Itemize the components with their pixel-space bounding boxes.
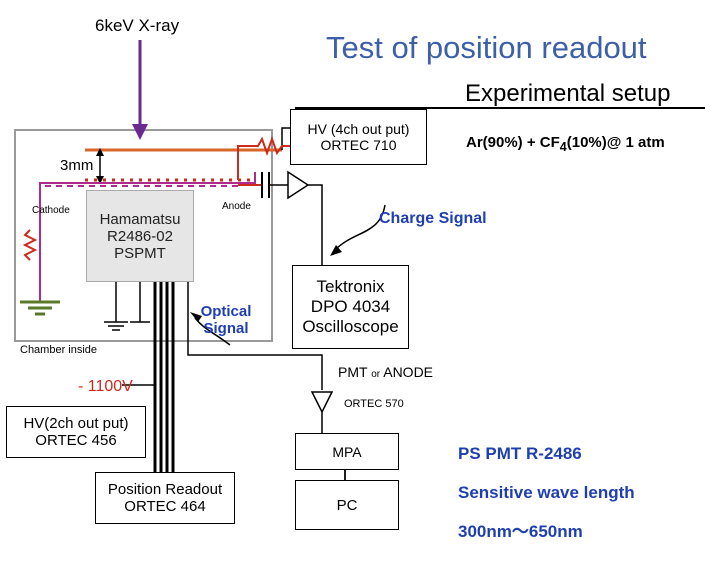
ps-note-line2: Sensitive wave length: [458, 482, 635, 502]
charge-signal-label: Charge Signal: [379, 210, 487, 227]
readout-line1: Position Readout: [107, 481, 223, 498]
xray-label: 6keV X-ray: [95, 16, 180, 35]
preamp-triangle: [287, 170, 310, 200]
mpa-label: MPA: [332, 443, 362, 460]
pc-box: PC: [295, 480, 399, 530]
hv-top-line2: ORTEC 710: [320, 137, 397, 153]
cathode-plate: [39, 172, 256, 300]
hv-1100-label: - 1100V: [78, 378, 133, 395]
hv456-line2: ORTEC 456: [35, 432, 117, 449]
gas-text: Ar(90%) + CF4(10%)@ 1 atm: [466, 134, 665, 154]
pmt-line1: Hamamatsu: [99, 210, 181, 228]
anode-label: Anode: [222, 201, 251, 212]
optical-line1: Optical: [200, 302, 252, 320]
readout-464-box: Position Readout ORTEC 464: [95, 472, 235, 524]
mpa-box: MPA: [295, 433, 399, 470]
subtitle-underline: [295, 107, 705, 109]
hv456-line1: HV(2ch out put): [23, 415, 129, 432]
anode-word: ANODE: [383, 364, 434, 380]
pmt-or-anode-label: PMT or ANODE: [338, 364, 433, 380]
hv-top-box: HV (4ch out put) ORTEC 710: [290, 109, 427, 165]
osc-line1: Tektronix: [316, 277, 385, 296]
diagram-canvas: [14, 40, 386, 480]
pc-label: PC: [336, 496, 358, 514]
page-title: Test of position readout: [326, 30, 647, 65]
pmt-signal-line: [187, 282, 323, 390]
pmt-line3: PSPMT: [114, 244, 166, 262]
gap-label: 3mm: [60, 157, 94, 174]
readout-line2: ORTEC 464: [124, 498, 206, 515]
osc-line3: Oscilloscope: [302, 317, 399, 336]
hv-top-line1: HV (4ch out put): [307, 121, 410, 137]
charge-arrow: [334, 204, 386, 251]
ortec-570-label: ORTEC 570: [344, 398, 404, 410]
optical-line2: Signal: [203, 319, 249, 337]
chamber-inside-label: Chamber inside: [20, 344, 98, 356]
hv-456-box: HV(2ch out put) ORTEC 456: [6, 406, 146, 458]
ps-note: PS PMT R-2486 Sensitive wave length 300n…: [458, 424, 688, 561]
ps-note-line3: 300nm～650nm: [458, 521, 583, 541]
or-word: or: [371, 369, 381, 380]
page-subtitle: Experimental setup: [465, 80, 671, 107]
hv-resistor-wire: [237, 136, 290, 180]
ps-note-line1: PS PMT R-2486: [458, 443, 582, 463]
charge-line: [308, 184, 323, 265]
gas-subscript: 4: [559, 140, 567, 154]
gas-label: Ar(90%) + CF4(10%)@ 1 atm: [466, 134, 665, 154]
pmt-box: Hamamatsu R2486-02 PSPMT: [86, 190, 194, 282]
optical-signal-box: Optical Signal: [182, 293, 270, 346]
cathode-resistor: [22, 229, 38, 261]
pmt-line2: R2486-02: [107, 227, 173, 245]
osc-line2: DPO 4034: [310, 297, 391, 316]
hv-line: [281, 127, 290, 150]
pmt-word: PMT: [338, 364, 368, 380]
amp-570-triangle: [310, 391, 334, 414]
oscilloscope-box: Tektronix DPO 4034 Oscilloscope: [292, 265, 409, 349]
cathode-label: Cathode: [32, 205, 70, 216]
